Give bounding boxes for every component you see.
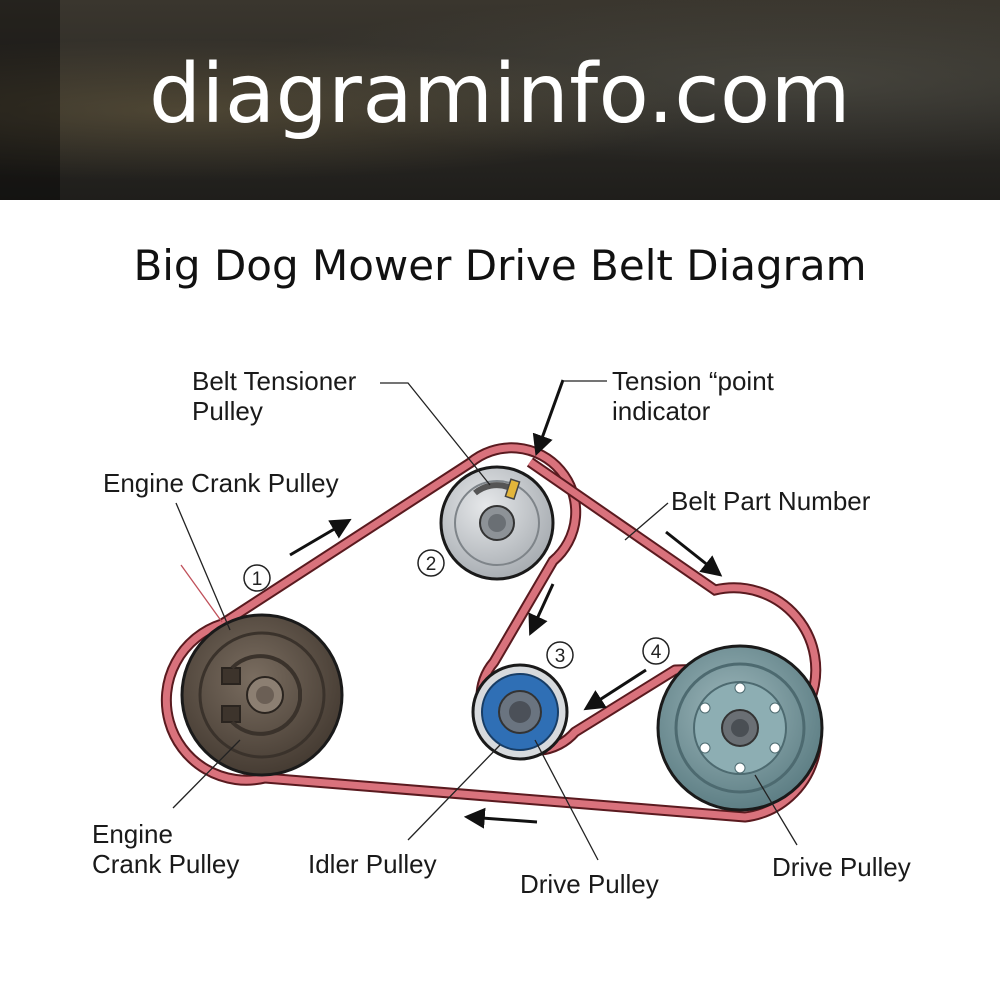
label-belt-tensioner-line1: Belt Tensioner	[192, 366, 357, 396]
svg-text:1: 1	[252, 569, 263, 590]
step-marker-2: 2	[417, 549, 445, 577]
svg-text:2: 2	[426, 554, 437, 575]
label-engine-crank-bottom-line1: Engine	[92, 819, 173, 849]
leader-lines	[172, 380, 798, 861]
page-title: Big Dog Mower Drive Belt Diagram	[133, 241, 867, 290]
arrow-down-right	[665, 530, 723, 577]
arrow-down-center	[528, 583, 555, 636]
labels: Belt Tensioner Pulley Tension “point ind…	[92, 366, 911, 899]
svg-text:4: 4	[651, 642, 662, 663]
drive-belt	[160, 442, 823, 823]
arrow-up-right	[289, 518, 352, 557]
step-markers: 1 2 3 4	[243, 549, 670, 669]
drive-pulley-large	[656, 644, 824, 812]
site-name: diagraminfo.com	[148, 47, 852, 142]
label-idler-pulley: Idler Pulley	[308, 849, 437, 879]
banner-shade	[0, 0, 60, 200]
belt-tensioner-pulley	[439, 465, 555, 581]
step-marker-3: 3	[546, 641, 574, 669]
label-tension-point-line1: Tension “point	[612, 366, 775, 396]
arrow-tension-point	[532, 379, 565, 456]
header-banner: diagraminfo.com	[0, 0, 1000, 200]
label-belt-part-number: Belt Part Number	[671, 486, 871, 516]
svg-text:3: 3	[555, 646, 566, 667]
label-belt-tensioner-line2: Pulley	[192, 396, 263, 426]
step-marker-1: 1	[243, 564, 271, 592]
idler-pulley	[471, 663, 569, 761]
arrow-down-left	[583, 668, 647, 711]
engine-crank-pulley	[180, 613, 344, 777]
label-engine-crank-bottom-line2: Crank Pulley	[92, 849, 239, 879]
label-drive-pulley-center: Drive Pulley	[520, 869, 659, 899]
label-drive-pulley-right: Drive Pulley	[772, 852, 911, 882]
label-engine-crank-top: Engine Crank Pulley	[103, 468, 339, 498]
step-marker-4: 4	[642, 637, 670, 665]
arrow-left-bottom	[463, 807, 538, 829]
label-tension-point-line2: indicator	[612, 396, 711, 426]
direction-arrows	[289, 379, 723, 829]
